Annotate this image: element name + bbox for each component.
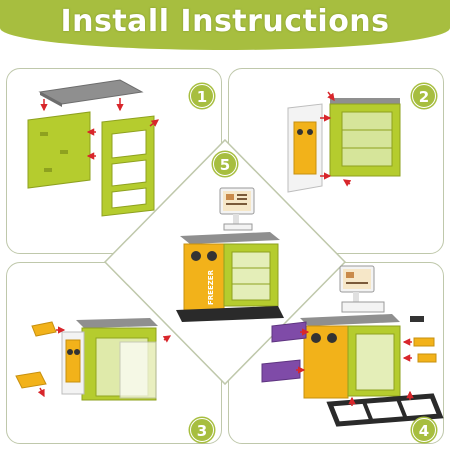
step-5-freezer-label: FREEZER: [207, 269, 215, 305]
step-3-illustration: [15, 318, 172, 401]
step-1-illustration: [27, 79, 159, 217]
step-1-badge: 1: [190, 84, 214, 108]
step-4-illustration: [261, 265, 444, 427]
header-band: [0, 0, 450, 50]
step-3-badge: 3: [190, 418, 214, 442]
step-4-badge: 4: [412, 418, 436, 442]
step-2-illustration: [287, 91, 401, 193]
step-5-badge: 5: [213, 152, 237, 176]
step-2-badge: 2: [412, 84, 436, 108]
page-title: Install Instructions: [60, 4, 390, 39]
step-5-illustration: FREEZER: [176, 187, 284, 322]
